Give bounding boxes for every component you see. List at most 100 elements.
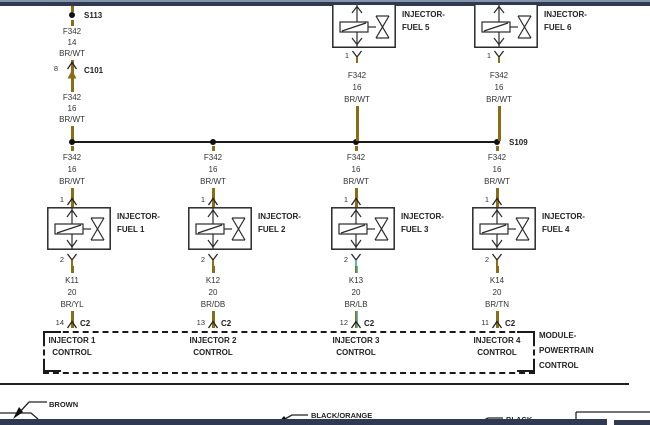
top-bar — [0, 0, 650, 6]
pin-number: 1 — [343, 195, 348, 204]
wire-segment — [71, 311, 74, 328]
chevron-connector-icon — [491, 197, 503, 206]
wire-segment — [71, 188, 74, 207]
wire-color-label: BR/LB — [344, 300, 368, 309]
wire-circuit-label: F342 — [487, 153, 507, 162]
wire-gauge-label: 20 — [351, 288, 361, 297]
wire-segment — [71, 146, 74, 151]
chevron-connector-icon — [66, 320, 78, 329]
pin-number: 1 — [486, 51, 491, 60]
wire-circuit-label: F342 — [347, 71, 367, 80]
wire-segment — [355, 311, 358, 328]
pcm-connector-label: C2 — [80, 319, 91, 328]
wire-color-label: BR/WT — [486, 95, 512, 104]
module-label-line3: CONTROL — [539, 361, 579, 370]
wire-gauge-label: 14 — [67, 38, 77, 47]
wire-segment — [71, 126, 74, 142]
injector-box — [331, 207, 395, 250]
wire-color-label: BR/WT — [484, 177, 510, 186]
wire-segment — [355, 266, 358, 273]
control-label-line2: CONTROL — [477, 348, 517, 357]
control-label-line2: CONTROL — [336, 348, 376, 357]
pcm-connector-label: C2 — [364, 319, 375, 328]
pcm-box-corner — [517, 331, 535, 343]
wire-circuit-label: K14 — [489, 276, 505, 285]
wire-color-label: BR/TN — [485, 300, 509, 309]
injector5-column: INJECTOR- FUEL 5 1 F342 16 BR/WT — [317, 0, 477, 141]
branch2-column: F342 16 BR/WT 1 INJECTOR- FUEL 2 2 — [173, 144, 333, 357]
injector4-label-line1: INJECTOR- — [542, 212, 585, 221]
pin-number: 1 — [344, 51, 349, 60]
pin-number: 2 — [484, 255, 489, 264]
wire-gauge-label: 16 — [494, 83, 504, 92]
splice-s113-label: S113 — [84, 11, 103, 20]
y-connector-icon — [491, 253, 503, 266]
wire-circuit-label: F342 — [62, 27, 82, 36]
wire-gauge-label: 20 — [492, 288, 502, 297]
control-label-line1: INJECTOR 2 — [189, 336, 237, 345]
wire-circuit-label: K12 — [205, 276, 221, 285]
bus-junction-dot — [353, 139, 359, 145]
connector-c101-label: C101 — [84, 66, 104, 75]
injector6-column: INJECTOR- FUEL 6 1 F342 16 BR/WT — [459, 0, 619, 141]
pin-number: 1 — [484, 195, 489, 204]
wire-circuit-label: K11 — [65, 276, 79, 285]
wire-segment — [71, 20, 74, 26]
pcm-pin-number: 14 — [55, 318, 64, 327]
pcm-module-box — [43, 331, 535, 374]
control-label-line1: INJECTOR 3 — [332, 336, 380, 345]
pcm-pin-number: 12 — [339, 318, 348, 327]
injector-box — [474, 5, 538, 48]
pin-number: 1 — [59, 195, 64, 204]
splice-s109-label: S109 — [509, 138, 528, 147]
y-connector-icon — [351, 50, 363, 63]
chevron-connector-icon — [207, 197, 219, 206]
pin-number: 1 — [200, 195, 205, 204]
injector1-label-line2: FUEL 1 — [117, 225, 145, 234]
wire-color-label: BR/WT — [343, 177, 369, 186]
pin-number: 2 — [343, 255, 348, 264]
injector1-label-line1: INJECTOR- — [117, 212, 160, 221]
control-label-line2: CONTROL — [52, 348, 92, 357]
injector5-label-line2: FUEL 5 — [402, 23, 430, 32]
pcm-pin-number: 11 — [481, 318, 489, 327]
wire-segment — [356, 106, 359, 141]
bus-junction-dot — [69, 139, 75, 145]
branch3-column: F342 16 BR/WT 1 INJECTOR- FUEL 3 2 — [316, 144, 476, 357]
pcm-connector-label: C2 — [505, 319, 516, 328]
wire-segment — [355, 146, 358, 151]
wire-circuit-label: F342 — [203, 153, 223, 162]
wire-color-label: BR/WT — [200, 177, 226, 186]
wire-color-label: BR/WT — [344, 95, 370, 104]
wire-gauge-label: 16 — [67, 104, 77, 113]
branch4-column: F342 16 BR/WT 1 INJECTOR- FUEL 4 2 — [457, 144, 617, 357]
wire-circuit-label: F342 — [346, 153, 366, 162]
wire-segment — [496, 311, 499, 328]
control-label-line1: INJECTOR 4 — [473, 336, 521, 345]
wire-color-label: BR/DB — [200, 300, 226, 309]
pcm-pin-number: 13 — [196, 318, 205, 327]
injector-box — [332, 5, 396, 48]
pin-number: 2 — [200, 255, 205, 264]
wire-circuit-label: K13 — [348, 276, 364, 285]
branch1-column: F342 16 BR/WT 1 INJECTOR- FUEL 1 2 — [32, 144, 192, 357]
wire-color-label: BR/WT — [59, 177, 85, 186]
chevron-connector-icon — [350, 320, 362, 329]
pcm-box-corner — [43, 360, 61, 372]
wire-gauge-label: 20 — [208, 288, 218, 297]
injector6-label-line1: INJECTOR- — [544, 10, 587, 19]
y-connector-icon — [350, 253, 362, 266]
wire-color-label: BR/YL — [60, 300, 84, 309]
wire-color-label: BR/WT — [59, 49, 85, 58]
wire-circuit-label: F342 — [489, 71, 509, 80]
module-label-line2: POWERTRAIN — [539, 346, 594, 355]
wire-gauge-label: 16 — [351, 165, 361, 174]
wire-segment — [498, 106, 501, 141]
wire-gauge-label: 16 — [67, 165, 77, 174]
bus-junction-dot — [210, 139, 216, 145]
injector-box — [47, 207, 111, 250]
connector-pin-number: 8 — [53, 64, 58, 73]
wire-segment — [496, 188, 499, 207]
y-connector-icon — [66, 253, 78, 266]
